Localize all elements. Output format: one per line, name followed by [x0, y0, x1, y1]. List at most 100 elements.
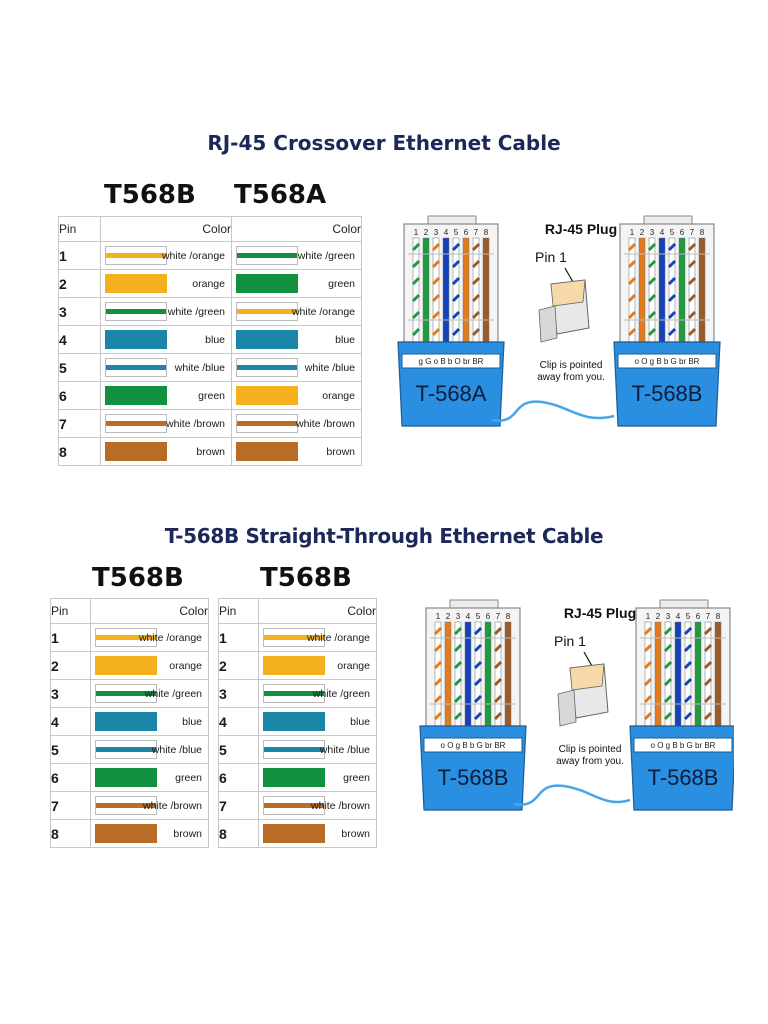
color-cell: orange — [100, 269, 232, 298]
color-cell: green — [90, 763, 209, 792]
pin-number: 2 — [50, 651, 91, 680]
pin-number-label: 1 — [436, 612, 441, 621]
color-cell: white /green — [90, 679, 209, 708]
wire-stripe — [451, 259, 461, 269]
color-cell: blue — [100, 325, 232, 354]
wire-color-name: green — [175, 771, 202, 784]
solid-wire-swatch — [95, 824, 157, 843]
pin-number-label: 5 — [686, 612, 691, 621]
wire-color-name: white /orange — [138, 631, 202, 644]
wire-stripe — [683, 711, 693, 721]
table-row: 2 orange — [50, 651, 209, 680]
color-column-header: Color — [258, 598, 377, 624]
striped-wire-swatch — [263, 796, 325, 815]
wire-stripe — [667, 310, 677, 320]
pin-number-label: 7 — [690, 228, 695, 237]
wire-stripe — [667, 293, 677, 303]
solid-wire-swatch — [263, 656, 325, 675]
plug-body — [635, 607, 731, 727]
wire — [654, 621, 662, 735]
wire-color-name: orange — [169, 659, 202, 672]
wire-stripe — [683, 677, 693, 687]
wire — [638, 237, 646, 351]
wire-stripe — [493, 660, 503, 670]
color-cell: white /blue — [90, 735, 209, 764]
wire-stripe — [471, 293, 481, 303]
wire-stripe — [453, 677, 463, 687]
wire-stripe — [663, 711, 673, 721]
wire-stripe — [453, 694, 463, 704]
pin-number-label: 8 — [700, 228, 705, 237]
wire — [422, 237, 430, 351]
color-cell: brown — [231, 437, 362, 466]
wire-stripe — [643, 711, 653, 721]
color-cell: brown — [100, 437, 232, 466]
color-code-text: o O g B b G br BR — [441, 741, 506, 750]
solid-wire-swatch — [236, 330, 298, 349]
pin-number-label: 1 — [414, 228, 419, 237]
pin-number-label: 3 — [650, 228, 655, 237]
pin-column-header: Pin — [50, 598, 91, 624]
color-cell: white /orange — [231, 297, 362, 326]
pin-number-label: 4 — [444, 228, 449, 237]
wire-stripe — [433, 660, 443, 670]
wire-stripe — [431, 293, 441, 303]
wire-stripe — [411, 310, 421, 320]
wire-stripe — [627, 276, 637, 286]
color-cell: green — [100, 381, 232, 410]
wire-color-name: white /brown — [311, 799, 370, 812]
plug-latch — [643, 215, 693, 225]
wire-color-name: blue — [335, 333, 355, 346]
cable — [513, 784, 631, 806]
pin-number: 2 — [58, 269, 101, 298]
color-cell: white /brown — [231, 409, 362, 438]
wire-color-name: blue — [182, 715, 202, 728]
wire-stripe — [647, 310, 657, 320]
solid-wire-swatch — [236, 386, 298, 405]
wire-color-name: white /green — [297, 249, 355, 262]
striped-wire-swatch — [236, 302, 298, 321]
pin-number: 1 — [50, 623, 91, 652]
rj45-plug-title: RJ-45 Plug — [545, 221, 617, 237]
plug-latch — [427, 215, 477, 225]
straight-standard-right: T568B — [260, 563, 352, 593]
wire-stripe — [453, 626, 463, 636]
pin-number-label: 5 — [476, 612, 481, 621]
wire-stripe — [471, 259, 481, 269]
wire-stripe — [687, 293, 697, 303]
striped-wire-swatch — [95, 684, 157, 703]
wire-color-name: white /green — [312, 687, 370, 700]
wire-stripe — [411, 293, 421, 303]
wire-color-name: white /blue — [151, 743, 202, 756]
wire-stripe — [627, 310, 637, 320]
color-cell: blue — [90, 707, 209, 736]
wire — [504, 621, 512, 735]
wire-stripe — [683, 694, 693, 704]
wire — [674, 621, 682, 735]
color-cell: white /orange — [258, 623, 377, 652]
pin1-label: Pin 1 — [535, 249, 567, 265]
pin-number-label: 7 — [706, 612, 711, 621]
wire-stripe — [471, 310, 481, 320]
wire-stripe — [627, 259, 637, 269]
wire-stripe — [471, 242, 481, 252]
wire-stripe — [683, 660, 693, 670]
plug-body — [403, 223, 499, 343]
pin-number-label: 3 — [456, 612, 461, 621]
wire — [658, 237, 666, 351]
wire-stripe — [647, 242, 657, 252]
wire-color-name: orange — [337, 659, 370, 672]
wire-color-name: white /blue — [319, 743, 370, 756]
color-cell: white /green — [100, 297, 232, 326]
pin-number-label: 1 — [646, 612, 651, 621]
